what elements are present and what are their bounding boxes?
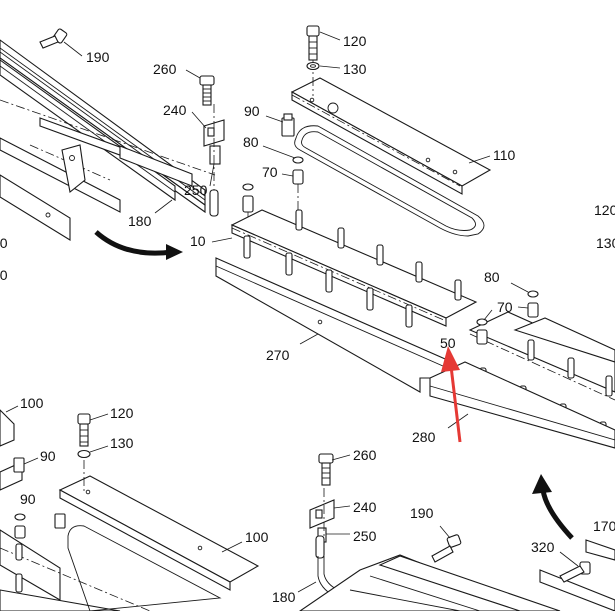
callout-260-top: 260 [153,61,177,77]
callout-120-bottom: 120 [110,405,134,421]
bottom-rail-assembly [299,554,561,611]
sweep-arrow-bottom [540,489,574,540]
callout-250-bottom: 250 [353,528,377,544]
callout-120-edge: 120 [594,202,615,218]
bolt-190-bottom [431,525,462,563]
callout-250-top: 250 [184,182,208,198]
callout-130-top: 130 [343,61,367,77]
callout-10: 10 [190,233,206,249]
callout-70-top: 70 [262,164,278,180]
side-rail-280 [429,361,615,449]
highlight-arrow [441,346,462,443]
callout-320: 320 [531,539,555,555]
bolt-260-top [185,69,215,106]
callout-90-top: 90 [244,103,260,119]
callout-190-top: 190 [86,49,110,65]
callout-80-right: 80 [484,269,500,285]
hinge-240-top [191,104,225,217]
callout-270: 270 [266,347,290,363]
callout-30-edge: 30 [0,267,8,283]
washer-130-top [306,61,341,71]
callout-130-edge: 130 [596,235,615,251]
callout-90-left-a: 90 [40,448,56,464]
bottom-left-fragment [0,405,151,611]
callout-170-edge: 170 [593,518,615,534]
spacer-80-70-top [242,145,304,245]
bolt-120-top [306,25,341,96]
bolt-120-bottom [77,413,109,459]
callout-80-top: 80 [243,134,259,150]
hinge-240-bottom [309,488,351,559]
callout-20-edge: 20 [0,235,8,251]
callout-180-top: 180 [128,213,152,229]
callout-190-bottom: 190 [410,505,434,521]
plate-100-bottom [54,460,260,611]
sweep-arrow-top [94,230,173,256]
callout-260-bottom: 260 [353,447,377,463]
callout-280: 280 [412,429,436,445]
bolt-260-bottom [318,453,351,486]
spacer-80-70-right [476,282,539,345]
bolt-190-top [39,28,83,57]
callout-90-left-b: 90 [20,491,36,507]
callout-240-bottom: 240 [353,499,377,515]
callout-130-bottom: 130 [110,435,134,451]
bottom-right-parts [539,539,615,611]
callout-70-right: 70 [497,299,513,315]
handle-loop [294,125,485,237]
callout-100-bottom: 100 [245,529,269,545]
callout-240-top: 240 [163,102,187,118]
callout-100-left: 100 [20,395,44,411]
callout-110: 110 [493,147,516,163]
callout-120-top: 120 [343,33,367,49]
callout-50: 50 [440,335,456,351]
pin-row-plate [230,209,478,328]
callout-180-bottom: 180 [272,589,296,605]
nut-90-top [265,113,295,137]
plate-110 [290,77,492,195]
top-left-rail-assembly [0,39,216,241]
